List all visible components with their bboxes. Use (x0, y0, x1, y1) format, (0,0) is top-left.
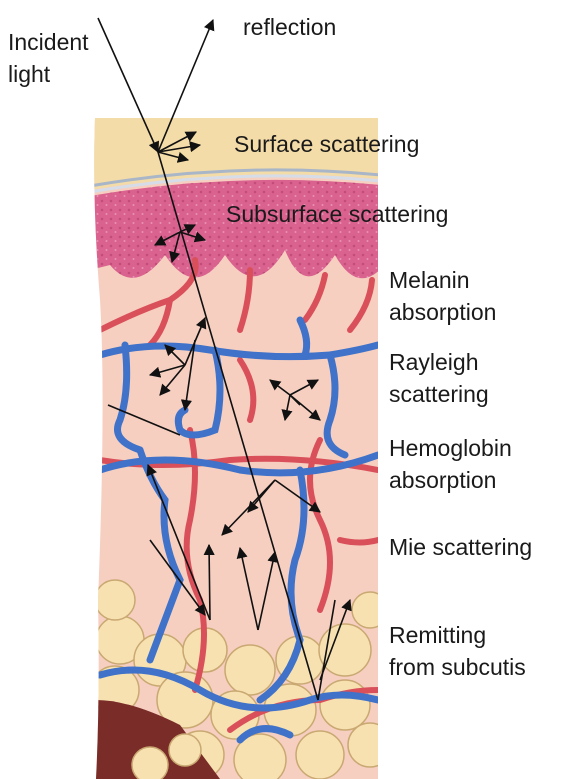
label-hemoglobin-line2: absorption (389, 467, 496, 493)
label-surface-scattering: Surface scattering (234, 131, 419, 157)
label-incident-line2: light (8, 61, 51, 87)
melanin-granules (90, 180, 390, 278)
label-mie-scattering: Mie scattering (389, 534, 532, 560)
label-incident-line1: Incident (8, 29, 89, 55)
label-melanin-line2: absorption (389, 299, 496, 325)
label-hemoglobin-line1: Hemoglobin (389, 435, 512, 461)
label-remitting-line1: Remitting (389, 622, 486, 648)
label-reflection: reflection (243, 14, 336, 40)
label-rayleigh-line1: Rayleigh (389, 349, 479, 375)
label-remitting-line2: from subcutis (389, 654, 526, 680)
remitting-arrow (209, 545, 210, 620)
label-rayleigh-line2: scattering (389, 381, 489, 407)
label-subsurface-scattering: Subsurface scattering (226, 201, 448, 227)
label-melanin-line1: Melanin (389, 267, 470, 293)
